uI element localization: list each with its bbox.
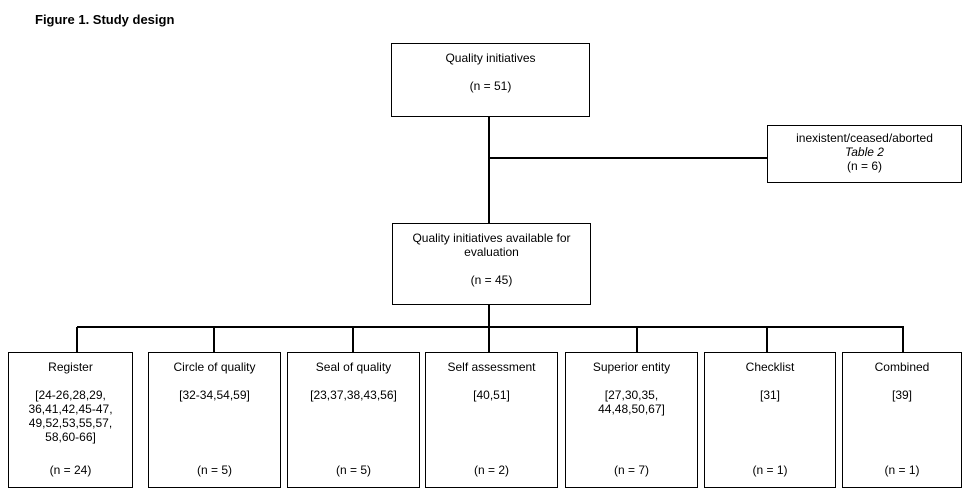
connector-distribution-line (77, 326, 904, 328)
category-label: Register (48, 360, 93, 374)
connector-to-excluded (489, 157, 767, 159)
available-count: (n = 45) (470, 273, 513, 287)
connector-drop-seal-of-quality (352, 327, 354, 352)
category-count: (n = 5) (196, 463, 232, 477)
category-label: Self assessment (447, 360, 536, 374)
connector-drop-register (76, 327, 78, 352)
available-label: Quality initiatives available for evalua… (412, 231, 571, 259)
category-label: Checklist (745, 360, 795, 374)
flow-box-self-assessment: Self assessment [40,51] (n = 2) (425, 352, 558, 488)
category-label: Circle of quality (173, 360, 256, 374)
category-refs: [40,51] (473, 388, 510, 402)
category-refs: [32-34,54,59] (179, 388, 250, 402)
connector-total-to-available (488, 117, 490, 223)
flow-box-seal-of-quality: Seal of quality [23,37,38,43,56] (n = 5) (287, 352, 420, 488)
flow-box-combined: Combined [39] (n = 1) (842, 352, 962, 488)
flow-box-circle-of-quality: Circle of quality [32-34,54,59] (n = 5) (148, 352, 281, 488)
connector-drop-combined (902, 327, 904, 352)
category-count: (n = 5) (335, 463, 371, 477)
excluded-reason: inexistent/ceased/aborted (796, 131, 933, 145)
connector-drop-superior-entity (636, 327, 638, 352)
category-count: (n = 24) (49, 463, 92, 477)
category-refs: [39] (891, 388, 912, 402)
total-count: (n = 51) (469, 79, 512, 93)
category-label: Superior entity (592, 360, 671, 374)
flow-box-checklist: Checklist [31] (n = 1) (704, 352, 836, 488)
excluded-count: (n = 6) (846, 159, 882, 173)
category-count: (n = 2) (473, 463, 509, 477)
category-count: (n = 1) (752, 463, 788, 477)
category-refs: [23,37,38,43,56] (310, 388, 397, 402)
category-count: (n = 1) (884, 463, 920, 477)
flow-box-excluded: inexistent/ceased/aborted Table 2 (n = 6… (767, 125, 962, 183)
category-label: Combined (874, 360, 930, 374)
category-refs: [31] (759, 388, 780, 402)
category-refs: [27,30,35, 44,48,50,67] (598, 388, 665, 416)
flow-box-register: Register [24-26,28,29, 36,41,42,45-47, 4… (8, 352, 133, 488)
total-label: Quality initiatives (445, 51, 536, 65)
flow-box-available: Quality initiatives available for evalua… (392, 223, 591, 305)
category-label: Seal of quality (315, 360, 392, 374)
category-refs: [24-26,28,29, 36,41,42,45-47, 49,52,53,5… (28, 388, 113, 444)
connector-drop-circle-of-quality (213, 327, 215, 352)
connector-drop-checklist (766, 327, 768, 352)
connector-available-to-categories (488, 305, 490, 352)
flow-box-superior-entity: Superior entity [27,30,35, 44,48,50,67] … (565, 352, 698, 488)
figure-title: Figure 1. Study design (35, 12, 175, 27)
excluded-table-ref: Table 2 (845, 145, 884, 159)
flow-box-total: Quality initiatives (n = 51) (391, 43, 590, 117)
category-count: (n = 7) (613, 463, 649, 477)
